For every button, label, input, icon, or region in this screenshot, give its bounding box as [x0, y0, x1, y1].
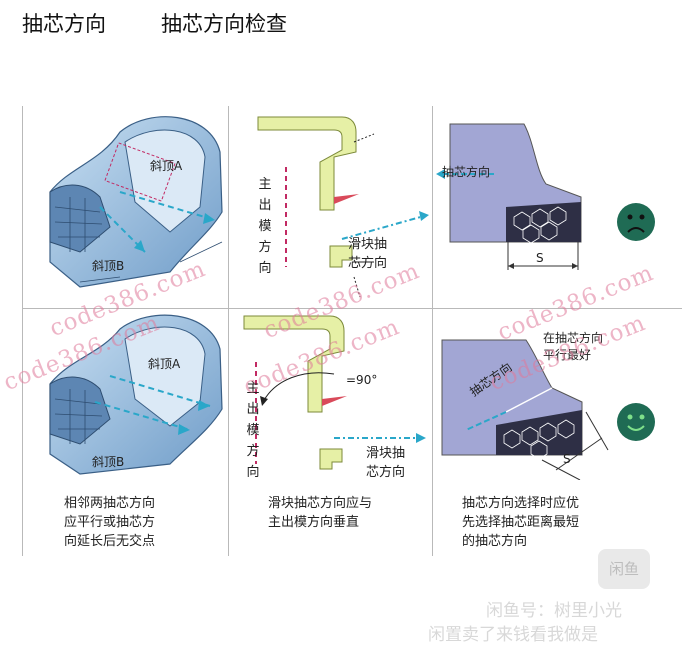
caption-panel3: 抽芯方向选择时应优 先选择抽芯距离最短 的抽芯方向: [462, 496, 580, 549]
label-slider-direction-top: 滑块抽 芯方向: [348, 237, 388, 271]
label-slider-direction-bottom: 滑块抽 芯方向: [366, 446, 406, 480]
label-angle: =90°: [346, 373, 378, 387]
caption-panel1: 相邻两抽芯方向 应平行或抽芯方 向延长后无交点: [64, 496, 156, 549]
note-parallel-best: 在抽芯方向 平行最好: [543, 331, 604, 362]
grid-left-border: [22, 106, 23, 556]
happy-face-icon: [617, 403, 655, 441]
bottom-watermark-2: 闲置卖了来钱看我做是: [428, 625, 598, 645]
bottom-watermark-1: 闲鱼号：树里小光: [486, 601, 622, 621]
core-pull-diagram-top: [436, 123, 582, 270]
label-slant-b-top: 斜顶B: [92, 259, 125, 273]
part-illustration-top: [49, 116, 223, 288]
slider-diagram-top: [257, 116, 429, 298]
grid-row-divider: [22, 308, 682, 309]
caption-panel2: 滑块抽芯方向应与 主出模方向垂直: [268, 496, 373, 530]
label-main-direction-bottom: 主出模方向: [246, 381, 260, 480]
slider-diagram-bottom: [243, 315, 426, 470]
sad-face-icon: [617, 203, 655, 241]
corner-logo: 闲鱼: [598, 549, 650, 589]
dimension-s-bottom: S: [563, 452, 571, 466]
title-right: 抽芯方向检查: [161, 12, 287, 36]
label-main-direction-top: 主出模方向: [258, 177, 272, 276]
label-slant-b-bottom: 斜顶B: [92, 455, 125, 469]
title-left: 抽芯方向: [22, 12, 106, 36]
dimension-s-top: S: [536, 251, 544, 265]
part-illustration-bottom: [49, 314, 223, 475]
label-pull-direction-top: 抽芯方向: [442, 165, 491, 179]
label-slant-a-bottom: 斜顶A: [148, 357, 181, 371]
label-slant-a-top: 斜顶A: [150, 159, 183, 173]
core-pull-diagram-bottom: [441, 339, 609, 480]
grid-divider-1: [228, 106, 229, 556]
grid-divider-2: [432, 106, 433, 556]
